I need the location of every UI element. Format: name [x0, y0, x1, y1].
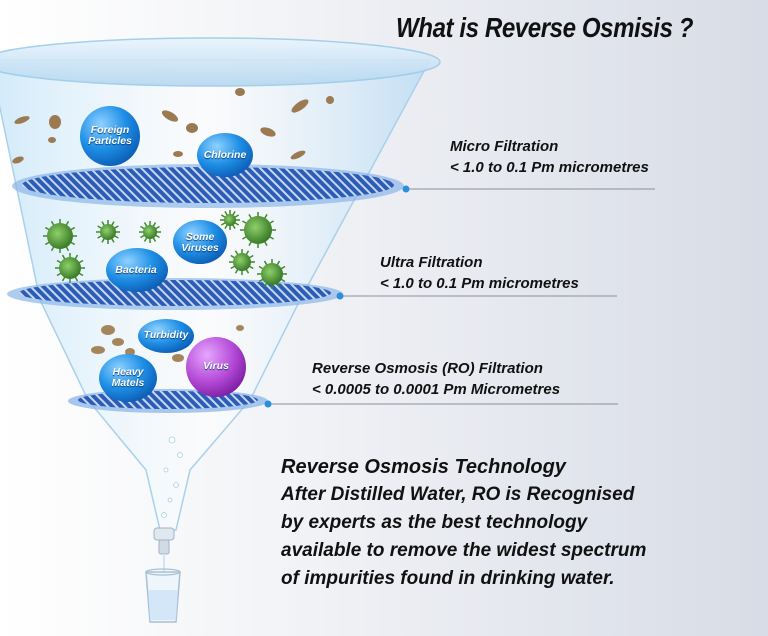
- germ: [43, 219, 77, 253]
- some-viruses-bubble: [173, 220, 227, 264]
- some-viruses-label: Some Viruses: [181, 231, 219, 254]
- micro-leader-dot: [402, 185, 410, 193]
- description-line: After Distilled Water, RO is Recognised: [281, 484, 635, 505]
- funnel-rim: [0, 37, 441, 87]
- germ: [229, 249, 255, 275]
- foreign-particles-cluster: [12, 88, 334, 164]
- heavy-metals-label: Heavy Matels: [111, 366, 145, 389]
- description-line: available to remove the widest spectrum: [281, 540, 647, 561]
- virus-bubble: [186, 337, 246, 397]
- page-title: What is Reverse Osmisis ?: [396, 12, 694, 43]
- micro-filtration-range: < 1.0 to 0.1 Pm micrometres: [450, 159, 649, 176]
- ro-filter-mesh: [78, 391, 258, 409]
- germ: [240, 212, 276, 248]
- ro-filtration-name: Reverse Osmosis (RO) Filtration: [312, 360, 543, 377]
- ro-leader-dot: [264, 400, 272, 408]
- chlorine-label: Chlorine: [203, 149, 247, 161]
- micro-filter-mesh: [22, 167, 394, 203]
- funnel-nozzle: [153, 527, 175, 578]
- germ: [96, 220, 120, 244]
- foreign-particles-bubble: [80, 106, 140, 166]
- description-heading: Reverse Osmosis Technology: [281, 456, 566, 478]
- chlorine-bubble: [197, 133, 253, 177]
- turbidity-label: Turbidity: [143, 329, 189, 341]
- ultra-filtration-name: Ultra Filtration: [380, 254, 483, 271]
- ultra-filtration-range: < 1.0 to 0.1 Pm micrometres: [380, 275, 579, 292]
- bacteria-bubble: [106, 248, 168, 292]
- micro-filtration-name: Micro Filtration: [450, 138, 559, 155]
- foreign-particles-label: Foreign Particles: [88, 124, 132, 147]
- virus-label: Virus: [203, 360, 229, 372]
- description-line: of impurities found in drinking water.: [281, 568, 615, 589]
- turbidity-bubble: [138, 319, 194, 353]
- heavy-metals-bubble: [99, 354, 157, 402]
- bacteria-label: Bacteria: [115, 264, 157, 276]
- germ: [257, 259, 287, 289]
- germs: [43, 210, 287, 289]
- description-line: by experts as the best technology: [281, 512, 588, 533]
- water-droplets: [161, 436, 183, 518]
- ultra-filter-mesh: [19, 280, 331, 306]
- germ: [139, 221, 161, 243]
- ro-filtration-range: < 0.0005 to 0.0001 Pm Micrometres: [312, 381, 561, 398]
- germ: [55, 253, 85, 283]
- ultra-leader-dot: [336, 292, 344, 300]
- water-glass: [145, 568, 181, 623]
- germ: [220, 210, 240, 230]
